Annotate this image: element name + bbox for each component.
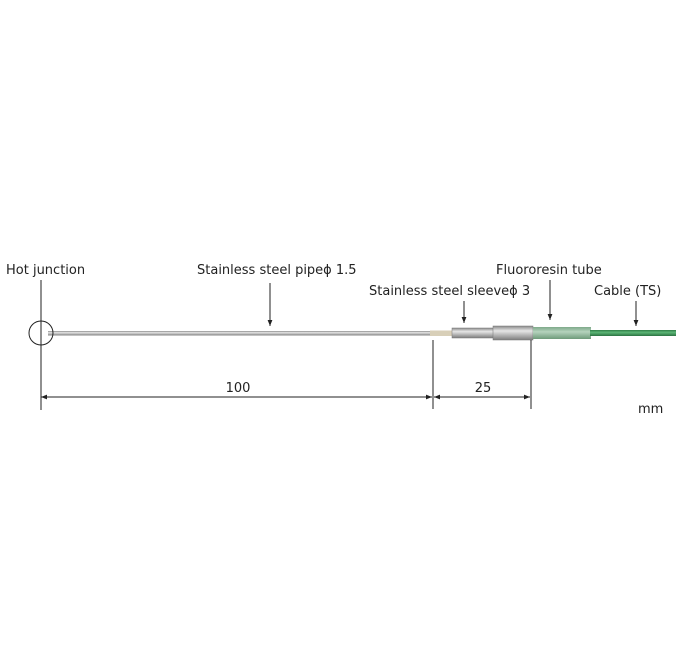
dimension-25-label: 25 bbox=[475, 381, 492, 396]
dimension-100-label: 100 bbox=[226, 381, 251, 396]
sleeve-collar bbox=[492, 325, 534, 341]
fluororesin-tube bbox=[533, 327, 591, 339]
cable bbox=[590, 330, 676, 336]
stainless-steel-sleeve bbox=[451, 327, 495, 339]
cable-label: Cable (TS) bbox=[594, 284, 661, 299]
pipe-label: Stainless steel pipeϕ 1.5 bbox=[197, 263, 357, 278]
hot-junction-label: Hot junction bbox=[6, 263, 85, 278]
tube-label: Fluororesin tube bbox=[496, 263, 602, 278]
stainless-steel-pipe bbox=[48, 331, 432, 336]
sleeve-label: Stainless steel sleeveϕ 3 bbox=[369, 284, 530, 299]
unit-label: mm bbox=[638, 402, 663, 417]
pipe-tip-transition bbox=[430, 330, 452, 336]
